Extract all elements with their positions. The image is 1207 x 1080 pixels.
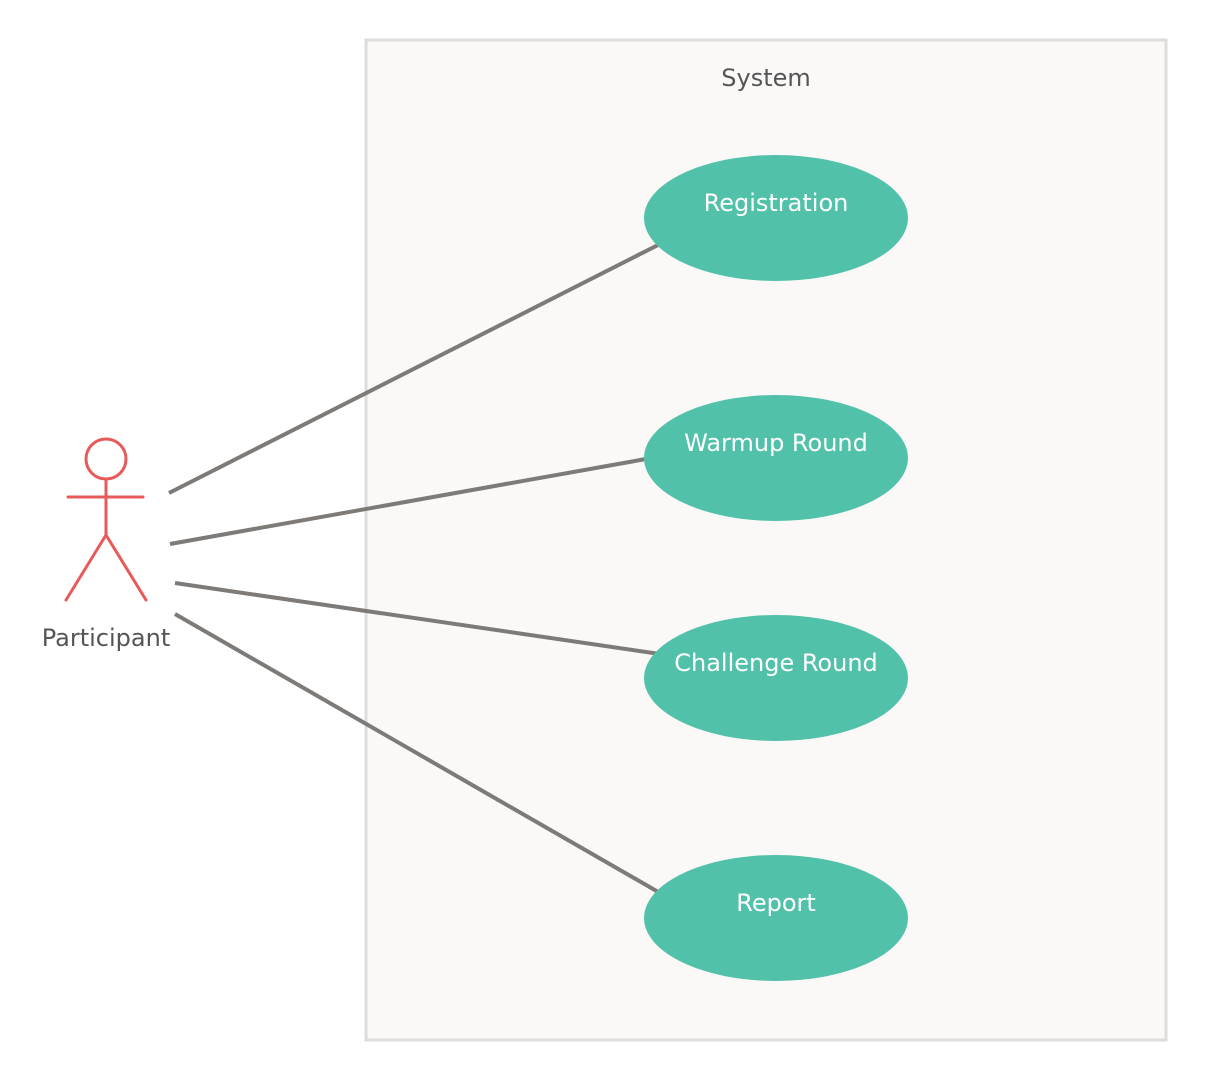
use-case-registration[interactable]: Registration bbox=[644, 155, 908, 281]
use-case-warmup-round[interactable]: Warmup Round bbox=[644, 395, 908, 521]
association-report[interactable] bbox=[174, 612, 661, 895]
association-challenge-round[interactable] bbox=[174, 581, 661, 656]
use-case-ellipse bbox=[644, 615, 908, 741]
use-case-label: Report bbox=[736, 889, 816, 917]
use-case-label: Warmup Round bbox=[684, 429, 868, 457]
use-case-label: Registration bbox=[704, 189, 849, 217]
use-case-report[interactable]: Report bbox=[644, 855, 908, 981]
use-case-ellipse bbox=[644, 155, 908, 281]
use-case-ellipse bbox=[644, 395, 908, 521]
use-case-ellipse bbox=[644, 855, 908, 981]
association-registration[interactable] bbox=[168, 242, 661, 495]
actor-label: Participant bbox=[42, 624, 170, 652]
stick-figure-icon bbox=[64, 437, 148, 602]
associations bbox=[168, 242, 661, 895]
system-title: System bbox=[721, 64, 811, 92]
actor-participant[interactable]: Participant bbox=[42, 437, 170, 652]
association-warmup-round[interactable] bbox=[169, 457, 647, 546]
use-case-label: Challenge Round bbox=[674, 649, 878, 677]
use-case-challenge-round[interactable]: Challenge Round bbox=[644, 615, 908, 741]
